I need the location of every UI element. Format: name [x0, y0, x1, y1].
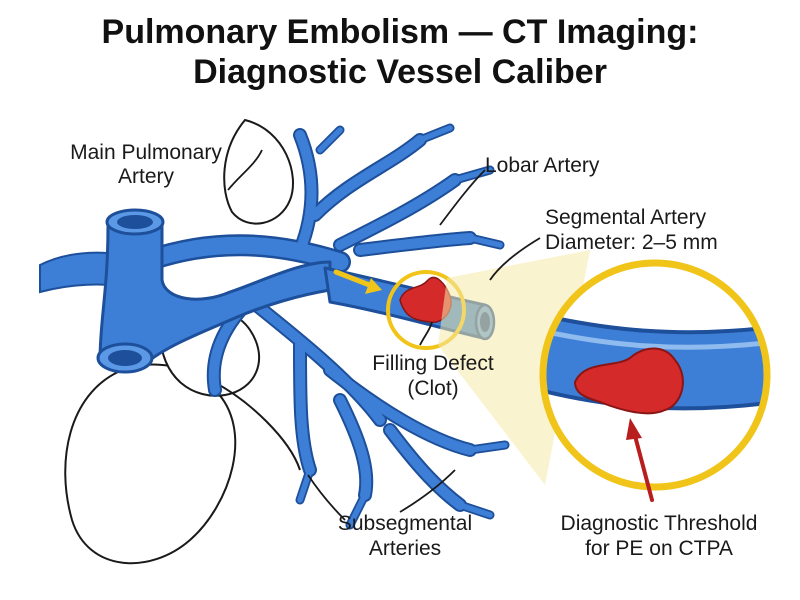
title-line-2: Diagnostic Vessel Caliber — [193, 53, 607, 91]
label-diagnostic-threshold: Diagnostic Threshold — [560, 512, 758, 535]
label-segmental-diameter: Diameter: 2–5 mm — [545, 231, 718, 254]
label-subsegmental: Subsegmental — [337, 512, 473, 535]
label-segmental-artery: Segmental Artery — [545, 206, 707, 229]
red-pointer-arrow — [626, 418, 654, 502]
heart-outline — [64, 118, 301, 565]
yellow-flow-arrow — [333, 269, 382, 294]
label-clot: (Clot) — [407, 377, 459, 400]
label-subsegmental-arteries: Arteries — [368, 537, 442, 560]
clot-magnified — [573, 347, 684, 415]
label-pe-on-ctpa: for PE on CTPA — [585, 537, 733, 560]
label-lobar-artery: Lobar Artery — [485, 154, 600, 177]
magnifier-circle — [539, 259, 771, 491]
artery-tree — [139, 123, 510, 530]
label-filling-defect: Filling Defect — [372, 352, 494, 375]
title-line-1: Pulmonary Embolism — CT Imaging: — [101, 13, 699, 51]
main-pulmonary-artery — [39, 208, 332, 374]
label-main-pulmonary-artery-1: Main Pulmonary — [70, 141, 222, 164]
label-main-pulmonary-artery-2: Artery — [117, 165, 174, 188]
leader-lines — [227, 149, 541, 521]
